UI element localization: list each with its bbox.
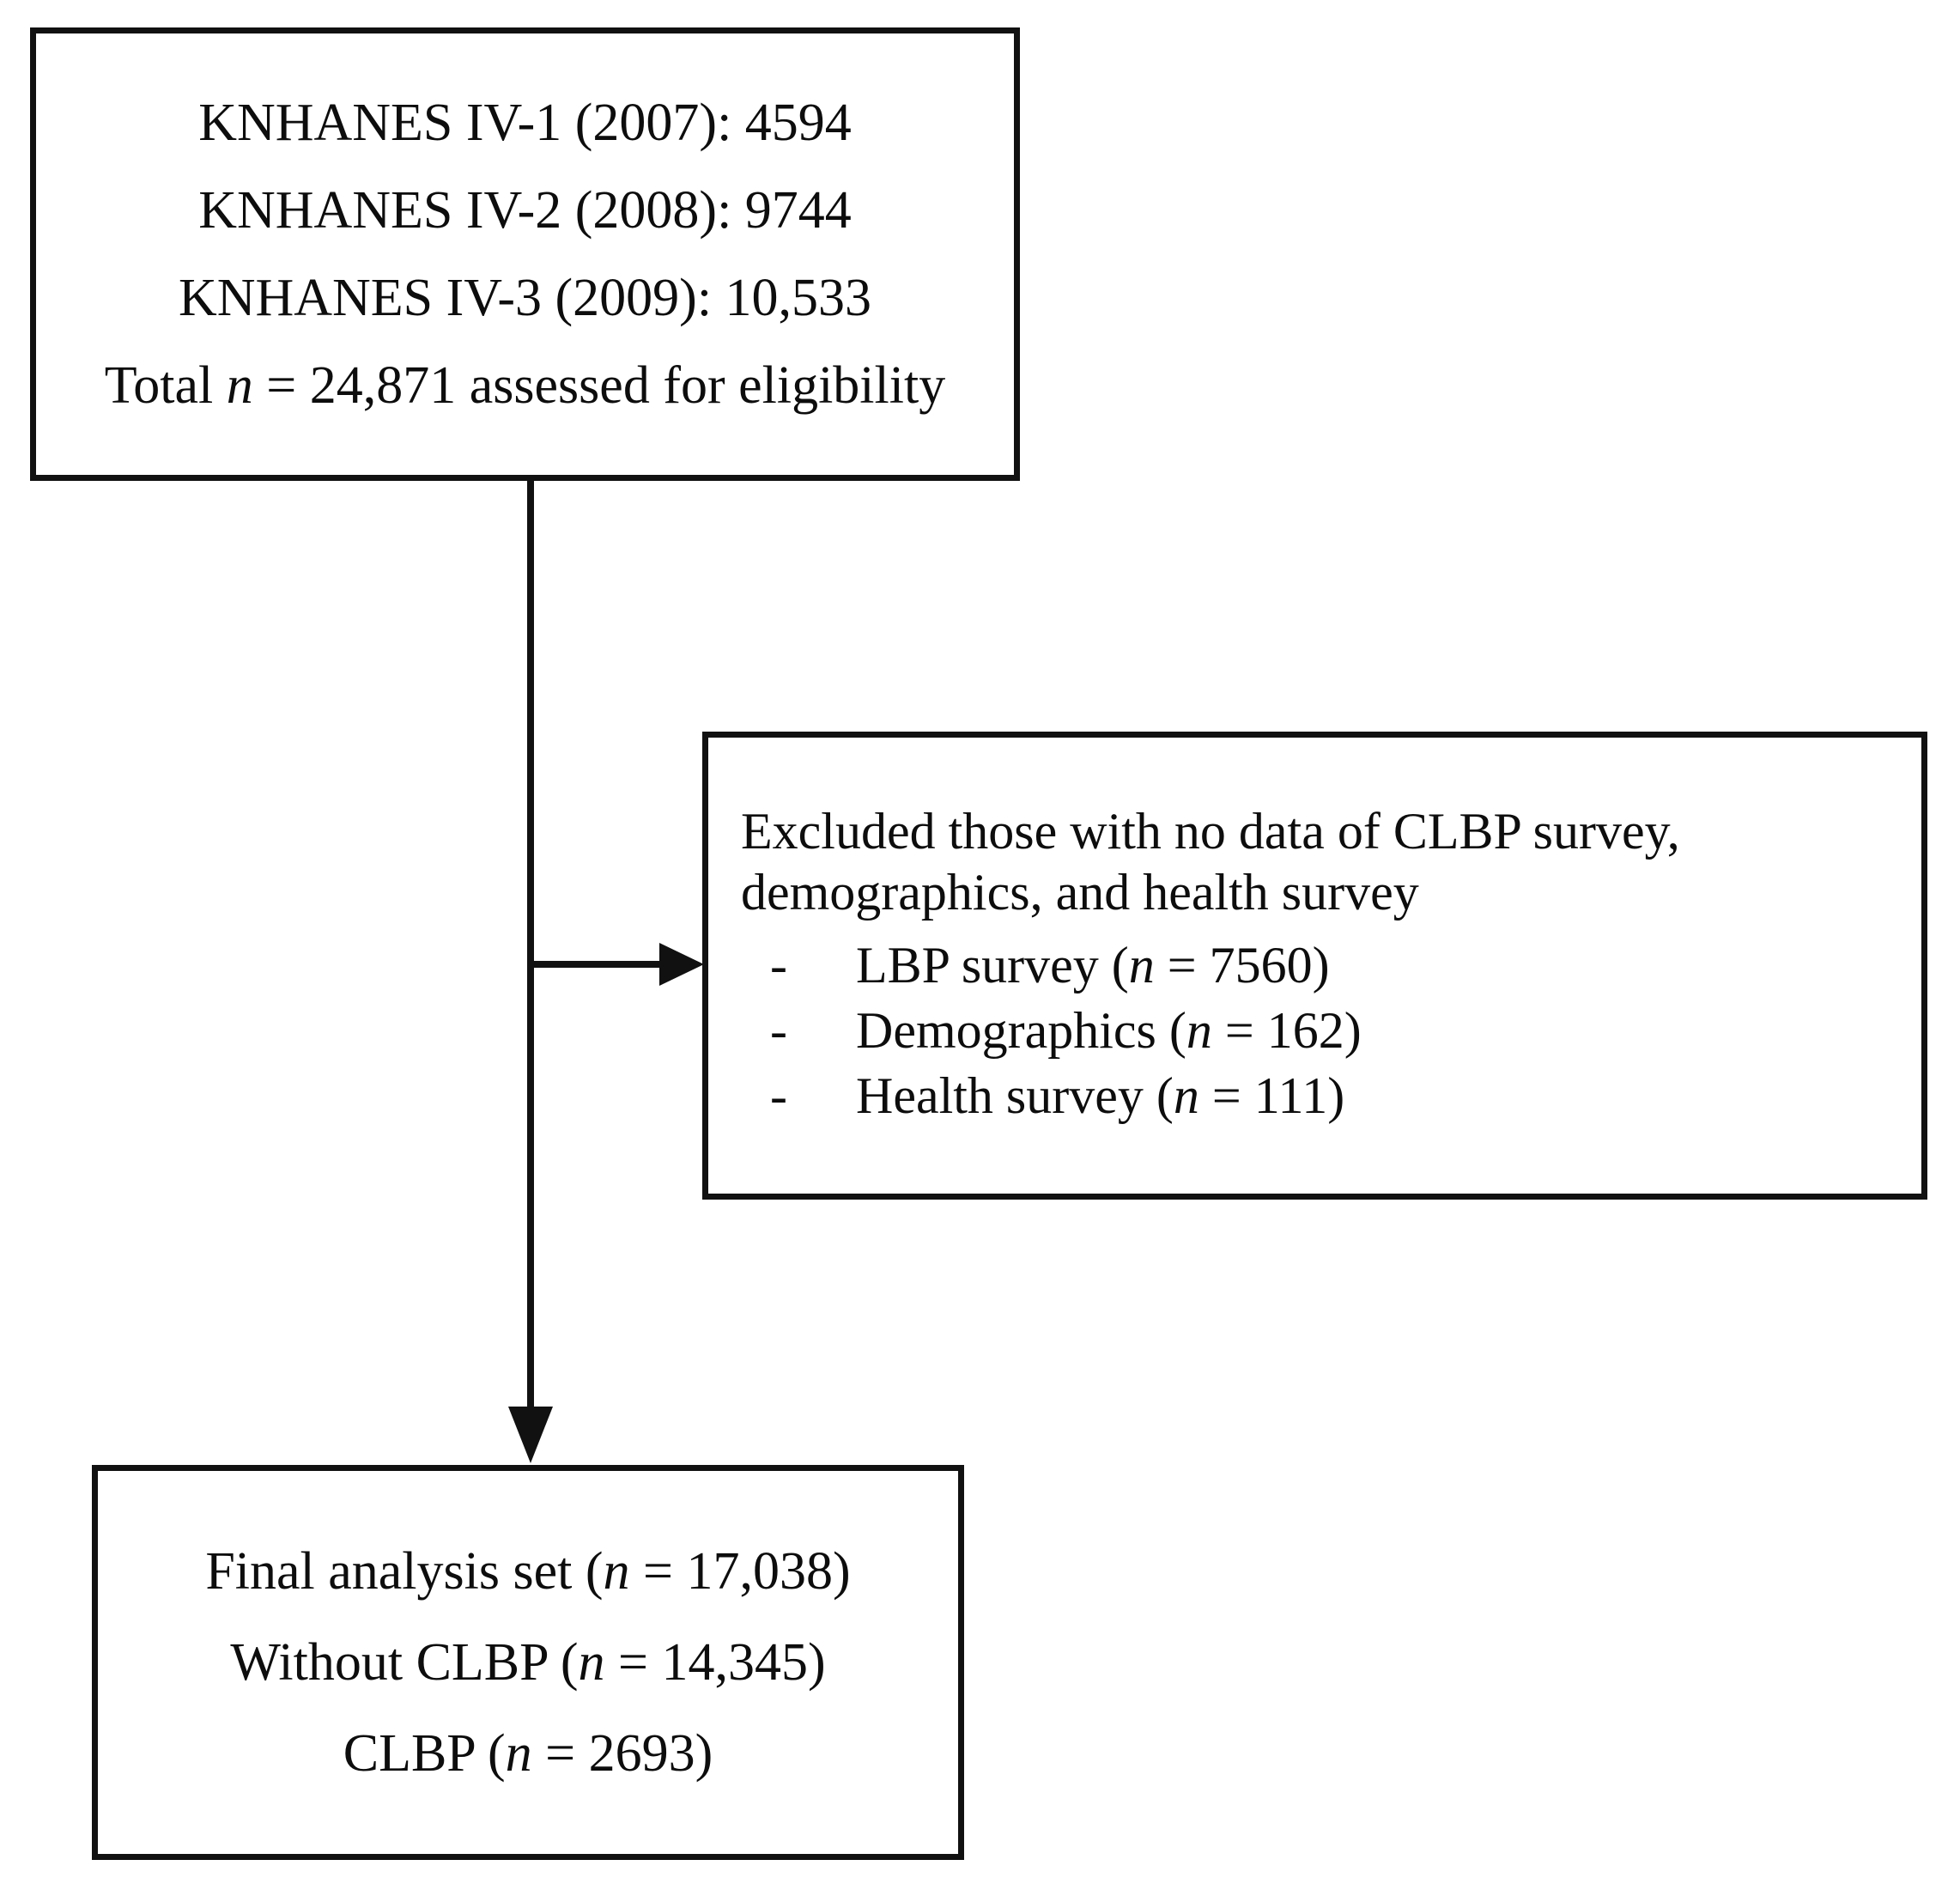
final-row-count: 17,038 — [686, 1542, 834, 1601]
excluded-item-italic-n: n — [1186, 1001, 1212, 1059]
final-analysis-box: Final analysis set (n = 17,038) Without … — [92, 1465, 964, 1860]
final-row-count: 14,345 — [661, 1633, 808, 1692]
final-line-analysis-set: Final analysis set (n = 17,038) — [106, 1545, 950, 1598]
final-line-clbp: CLBP (n = 2693) — [106, 1727, 950, 1780]
excluded-item-label: LBP survey (n = 7560) — [856, 933, 1330, 998]
excluded-item-italic-n: n — [1128, 936, 1155, 994]
excluded-item-label: Health survey (n = 111) — [856, 1063, 1344, 1128]
excluded-item-health-survey: - Health survey (n = 111) — [741, 1063, 1899, 1128]
final-row-count: 2693 — [588, 1724, 695, 1783]
final-row-close-paren: ) — [695, 1724, 713, 1783]
excluded-item-label: Demographics (n = 162) — [856, 998, 1362, 1063]
eligibility-box: KNHANES IV-1 (2007): 4594 KNHANES IV-2 (… — [30, 27, 1020, 481]
excluded-item-count: 162 — [1266, 1001, 1344, 1059]
excluded-item-demographics: - Demographics (n = 162) — [741, 998, 1899, 1063]
bullet-dash-icon: - — [770, 936, 787, 994]
excluded-item-italic-n: n — [1173, 1067, 1199, 1125]
eligibility-total-prefix: Total — [104, 356, 227, 415]
final-row-close-paren: ) — [833, 1542, 851, 1601]
excluded-item-open-paren: ( — [1098, 936, 1129, 994]
final-row-italic-n: n — [578, 1633, 605, 1692]
excluded-item-count: 7560 — [1209, 936, 1313, 994]
final-row-italic-n: n — [505, 1724, 532, 1783]
excluded-item-close-paren: ) — [1344, 1001, 1362, 1059]
final-row-label: Final analysis set — [205, 1542, 573, 1601]
excluded-box: Excluded those with no data of CLBP surv… — [702, 732, 1927, 1200]
final-row-open-paren: ( — [547, 1633, 579, 1692]
final-row-equals: = — [629, 1542, 687, 1601]
excluded-item-open-paren: ( — [1156, 1001, 1186, 1059]
excluded-item-close-paren: ) — [1327, 1067, 1345, 1125]
excluded-item-close-paren: ) — [1312, 936, 1330, 994]
bullet-dash-icon: - — [770, 1001, 787, 1059]
excluded-item-lbp-survey: - LBP survey (n = 7560) — [741, 933, 1899, 998]
final-row-open-paren: ( — [572, 1542, 604, 1601]
eligibility-line-knhanes-iv-3: KNHANES IV-3 (2009): 10,533 — [178, 269, 872, 327]
eligibility-text-block: KNHANES IV-1 (2007): 4594 KNHANES IV-2 (… — [36, 33, 1014, 475]
final-row-equals: = — [604, 1633, 662, 1692]
final-row-label: Without CLBP — [230, 1633, 548, 1692]
excluded-item-equals: = — [1211, 1001, 1267, 1059]
eligibility-line-total: Total n = 24,871 assessed for eligibilit… — [45, 359, 1005, 412]
connector-right-arrowhead — [659, 943, 704, 986]
excluded-item-name: LBP survey — [856, 936, 1099, 994]
final-row-equals: = — [531, 1724, 589, 1783]
excluded-item-equals: = — [1154, 936, 1210, 994]
excluded-item-name: Demographics — [856, 1001, 1156, 1059]
excluded-bullet-list: - LBP survey (n = 7560) - Demographics (… — [741, 933, 1899, 1129]
final-text-block: Final analysis set (n = 17,038) Without … — [98, 1471, 958, 1854]
final-row-open-paren: ( — [474, 1724, 506, 1783]
final-line-without-clbp: Without CLBP (n = 14,345) — [106, 1636, 950, 1689]
connector-down-arrowhead — [508, 1407, 553, 1463]
eligibility-line-knhanes-iv-2: KNHANES IV-2 (2008): 9744 — [198, 181, 852, 240]
final-row-label: CLBP — [343, 1724, 475, 1783]
excluded-heading: Excluded those with no data of CLBP surv… — [741, 803, 1680, 921]
eligibility-line-knhanes-iv-1: KNHANES IV-1 (2007): 4594 — [198, 94, 852, 152]
excluded-item-equals: = — [1198, 1067, 1254, 1125]
excluded-text-block: Excluded those with no data of CLBP surv… — [741, 801, 1899, 1128]
excluded-item-count: 111 — [1253, 1067, 1328, 1125]
final-row-italic-n: n — [603, 1542, 630, 1601]
final-row-close-paren: ) — [807, 1633, 826, 1692]
excluded-item-name: Health survey — [856, 1067, 1144, 1125]
eligibility-total-italic-n: n — [226, 356, 253, 415]
bullet-dash-icon: - — [770, 1067, 787, 1125]
eligibility-total-suffix: = 24,871 assessed for eligibility — [252, 356, 946, 415]
excluded-item-open-paren: ( — [1143, 1067, 1174, 1125]
